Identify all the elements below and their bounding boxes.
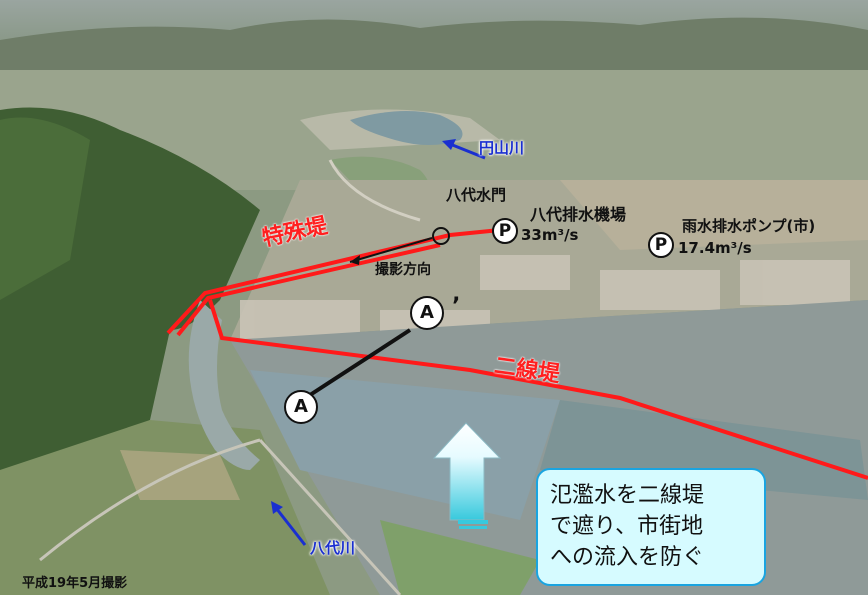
pump-station-marker: P: [492, 218, 518, 244]
flood-prevention-callout: 氾濫水を二線堤 で遮り、市街地 への流入を防ぐ: [536, 468, 766, 586]
point-a-marker: A: [284, 390, 318, 424]
shooting-direction-label: 撮影方向: [375, 262, 431, 278]
maruyama-river-pointer: [449, 142, 486, 160]
yashiro-pump-capacity: 33m³/s: [521, 226, 579, 244]
point-a-prime-mark: ’: [452, 294, 461, 319]
sluice-marker: [432, 227, 450, 245]
yashiro-river-pointer: [274, 507, 307, 546]
special-levee-line: [166, 228, 501, 335]
callout-line: で遮り、市街地: [550, 514, 704, 539]
yashiro-pump-station-label: 八代排水機場: [530, 205, 627, 224]
secondary-levee-line: [208, 299, 868, 480]
secondary-levee-line: [176, 243, 441, 337]
maruyama-river-label: 円山川: [479, 139, 525, 157]
callout-line: 氾濫水を二線堤: [550, 483, 705, 508]
point-a-prime-marker: A: [410, 296, 444, 330]
rain-pump-capacity: 17.4m³/s: [678, 239, 752, 257]
yashiro-sluice-label: 八代水門: [446, 186, 507, 204]
rain-pump-label: 雨水排水ポンプ(市): [682, 217, 816, 235]
a-to-a-prime-line: [308, 328, 412, 397]
shooting-direction-arrow: [349, 237, 433, 263]
photo-date-label: 平成19年5月撮影: [22, 576, 128, 591]
yashiro-river-label: 八代川: [310, 539, 356, 557]
callout-line: への流入を防ぐ: [550, 545, 705, 570]
flood-flow-arrow: [432, 422, 502, 529]
rain-pump-marker: P: [648, 232, 674, 258]
